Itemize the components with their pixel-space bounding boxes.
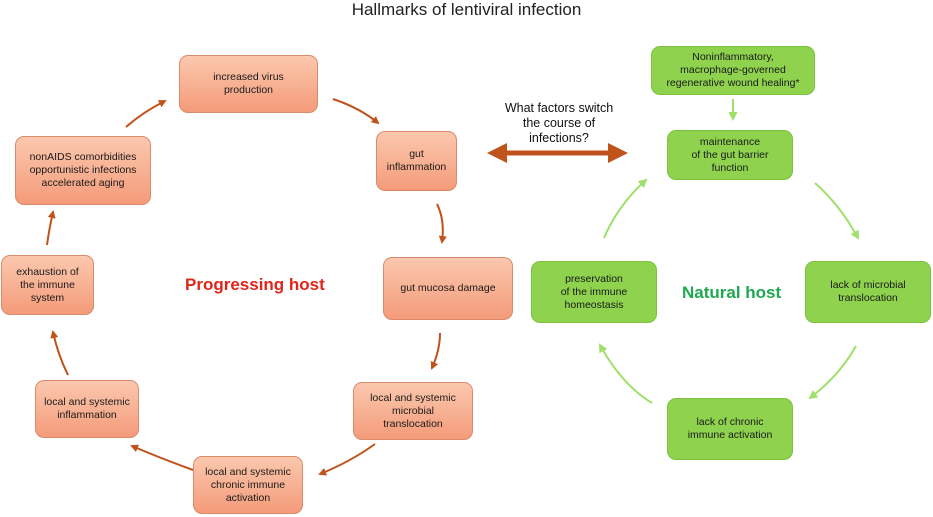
arrow-homeostasis-to-gut-barrier xyxy=(603,178,648,239)
arrow-gut-inflammation-to-mucosa-damage xyxy=(436,203,447,244)
arrow-virus-to-gut-inflammation xyxy=(332,98,380,125)
progressing-host-label: Progressing host xyxy=(185,275,325,294)
arrow-microbial-translocation-to-immune-activation xyxy=(318,443,376,476)
arrow-comorbidities-to-virus xyxy=(125,100,167,128)
switch-double-arrow xyxy=(487,143,628,163)
arrow-lack-translocation-to-lack-activation xyxy=(808,345,857,400)
arrow-mucosa-damage-to-microbial-translocation xyxy=(430,332,441,370)
diagram-title: Hallmarks of lentiviral infection xyxy=(351,0,582,19)
node-gut-mucosa-damage: gut mucosa damage xyxy=(383,257,513,320)
arrow-immune-activation-to-inflammation xyxy=(130,444,194,471)
arrow-gut-barrier-to-lack-translocation xyxy=(814,182,859,240)
natural-host-label: Natural host xyxy=(682,283,782,302)
switch-question: What factors switch the course of infect… xyxy=(504,101,614,145)
arrow-inflammation-to-exhaustion xyxy=(50,330,69,376)
arrow-exhaustion-to-comorbidities xyxy=(46,210,56,246)
arrow-lack-activation-to-homeostasis xyxy=(599,343,653,404)
